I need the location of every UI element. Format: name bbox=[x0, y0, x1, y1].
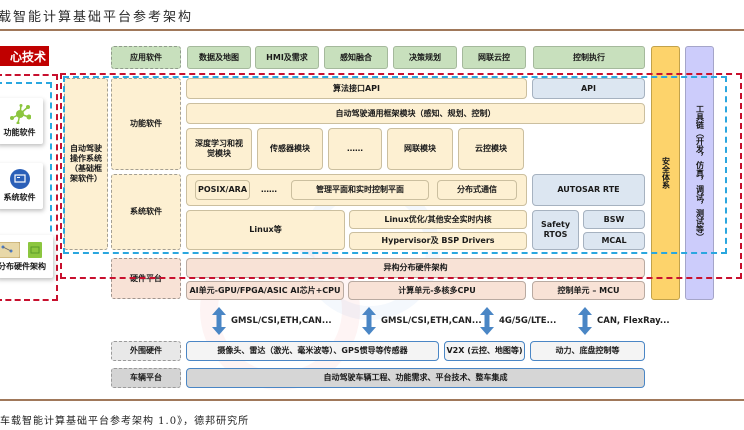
bsw-box: BSW bbox=[583, 210, 645, 229]
core-red-frame bbox=[60, 73, 742, 279]
double-arrow-icon bbox=[212, 307, 226, 335]
hypervisor-box: Hypervisor及 BSP Drivers bbox=[349, 232, 527, 250]
toolchain-bar: 工具链（开发，仿真，调试，测试等） bbox=[685, 46, 714, 300]
left-panel-red-frame bbox=[0, 74, 58, 301]
layer-peripheral-hw: 外围硬件 bbox=[111, 341, 181, 361]
hw-unit-ai: AI单元-GPU/FPGA/ASIC AI芯片+CPU bbox=[186, 281, 344, 300]
sys-module-mgmt-plane: 管理平面和实时控制平面 bbox=[291, 180, 429, 200]
double-arrow-icon bbox=[578, 307, 592, 335]
func-module: 传感器模块 bbox=[257, 128, 323, 170]
circuit-board-icon bbox=[0, 241, 20, 258]
safety-rtos-box: Safety RTOS bbox=[532, 210, 579, 250]
os-layer-label: 自动驾驶操作系统（基础框架软件） bbox=[64, 78, 108, 250]
framework-box: 自动驾驶通用框架模块（感知、规划、控制） bbox=[186, 103, 645, 124]
source-note: 车载智能计算基础平台参考架构 1.0》，德邦研究所 bbox=[0, 416, 250, 427]
func-module: 深度学习和视觉模块 bbox=[186, 128, 252, 170]
safety-system-bar: 安全体系 bbox=[651, 46, 680, 300]
algo-api-box: 算法接口API bbox=[186, 78, 527, 99]
interface-label: GMSL/CSI,ETH,CAN... bbox=[381, 316, 482, 326]
interface-arrow-2: GMSL/CSI,ETH,CAN... bbox=[362, 307, 482, 335]
app-module: 决策规划 bbox=[393, 46, 457, 69]
sys-module-ellipsis: …… bbox=[261, 185, 277, 194]
autosar-rte-box: AUTOSAR RTE bbox=[532, 174, 645, 206]
card-label: 系统软件 bbox=[3, 193, 36, 202]
layer-sys-software: 系统软件 bbox=[111, 174, 181, 250]
layer-vehicle-platform: 车辆平台 bbox=[111, 368, 181, 388]
card-label: 功能软件 bbox=[3, 128, 36, 137]
app-module: HMI及需求 bbox=[255, 46, 319, 69]
interface-arrow-3: 4G/5G/LTE... bbox=[480, 307, 556, 335]
api-box: API bbox=[532, 78, 645, 99]
app-module: 数据及地图 bbox=[187, 46, 251, 69]
monitor-circle-icon bbox=[9, 169, 30, 189]
peripheral-powertrain: 动力、底盘控制等 bbox=[530, 341, 645, 361]
card-sys-software: 系统软件 bbox=[0, 163, 43, 209]
title-divider bbox=[0, 29, 744, 31]
double-arrow-icon bbox=[480, 307, 494, 335]
card-label: 分布硬件架构 bbox=[0, 261, 46, 271]
layer-func-software: 功能软件 bbox=[111, 78, 181, 170]
hw-unit-compute: 计算单元-多核多CPU bbox=[348, 281, 526, 300]
app-module: 网联云控 bbox=[462, 46, 526, 69]
func-module: …… bbox=[328, 128, 382, 170]
vehicle-engineering-box: 自动驾驶车辆工程、功能需求、平台技术、整车集成 bbox=[186, 368, 645, 388]
app-module: 感知融合 bbox=[324, 46, 388, 69]
linux-box: Linux等 bbox=[186, 210, 345, 250]
interface-label: GMSL/CSI,ETH,CAN... bbox=[231, 316, 332, 326]
core-technology-tag: 心技术 bbox=[0, 46, 49, 66]
interface-arrow-4: CAN, FlexRay... bbox=[578, 307, 670, 335]
page-title: 载智能计算基础平台参考架构 bbox=[0, 10, 194, 25]
network-nodes-icon bbox=[9, 104, 31, 124]
interface-arrow-1: GMSL/CSI,ETH,CAN... bbox=[212, 307, 332, 335]
chip-icon bbox=[28, 241, 42, 258]
func-module: 云控模块 bbox=[458, 128, 524, 170]
footer-divider bbox=[0, 399, 744, 401]
sys-module-dist-comm: 分布式通信 bbox=[437, 180, 517, 200]
card-func-software: 功能软件 bbox=[0, 98, 43, 144]
peripheral-sensors: 摄像头、雷达（激光、毫米波等）、GPS惯导等传感器 bbox=[186, 341, 439, 361]
interface-label: 4G/5G/LTE... bbox=[499, 316, 557, 326]
double-arrow-icon bbox=[362, 307, 376, 335]
os-blue-frame bbox=[63, 76, 727, 254]
linux-opt-box: Linux优化/其他安全实时内核 bbox=[349, 210, 527, 229]
hw-unit-control: 控制单元 – MCU bbox=[532, 281, 645, 300]
card-distributed-hw: 分布硬件架构 bbox=[0, 235, 53, 278]
mcal-box: MCAL bbox=[583, 232, 645, 250]
layer-app-software: 应用软件 bbox=[111, 46, 181, 69]
sys-module-posix: POSIX/ARA bbox=[195, 180, 250, 200]
app-module: 控制执行 bbox=[533, 46, 645, 69]
func-module: 网联模块 bbox=[387, 128, 453, 170]
peripheral-v2x: V2X (云控、地图等) bbox=[444, 341, 525, 361]
interface-label: CAN, FlexRay... bbox=[597, 316, 670, 326]
